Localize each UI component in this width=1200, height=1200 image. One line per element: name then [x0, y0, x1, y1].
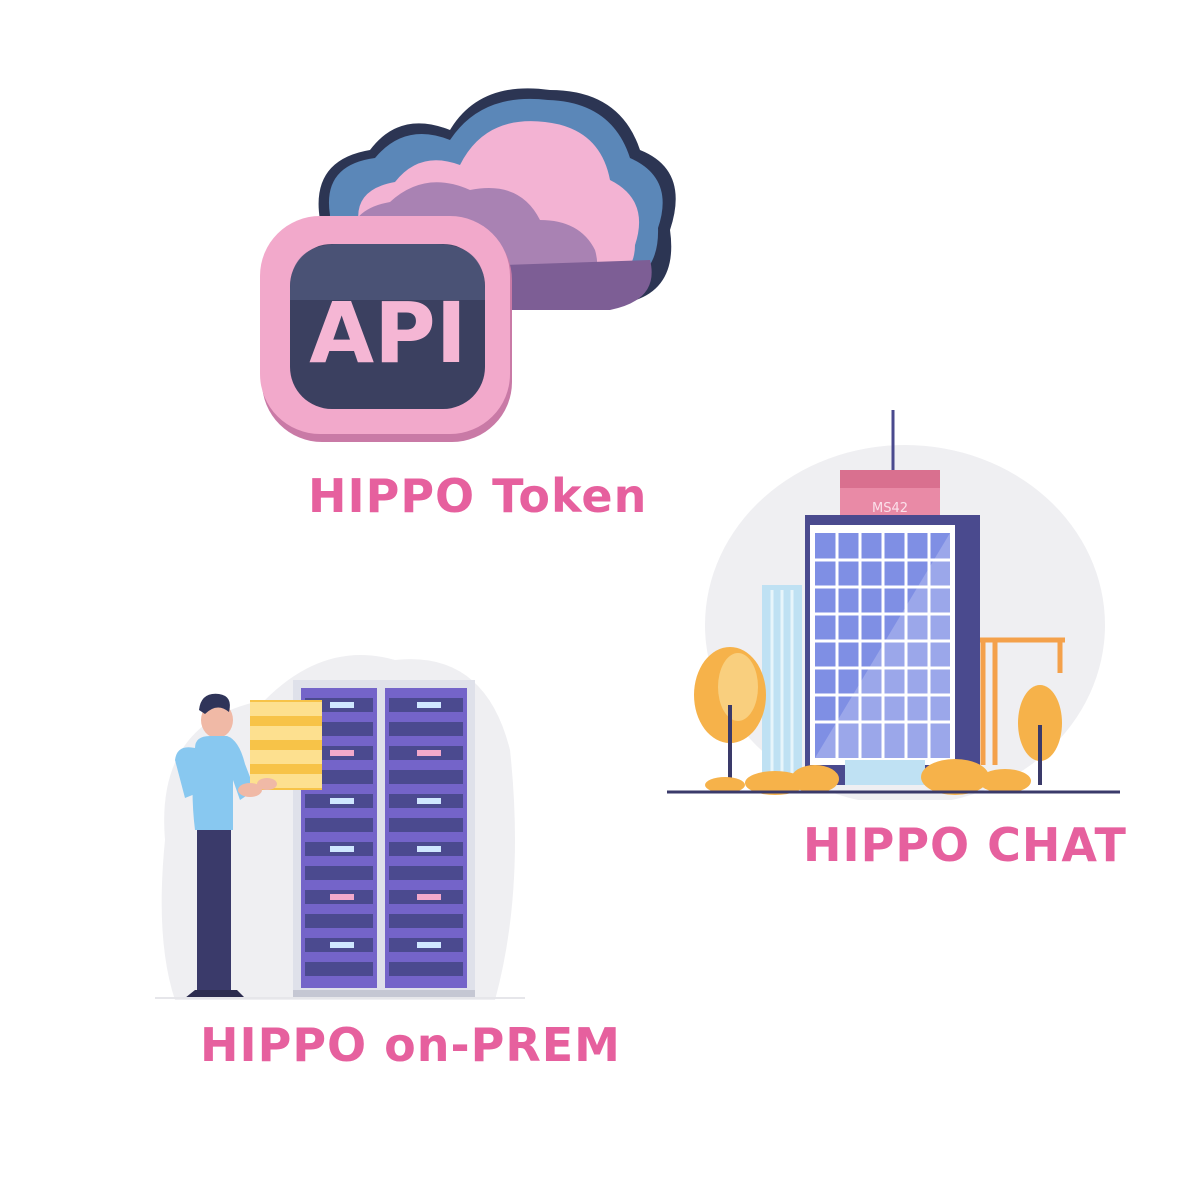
api-badge-text: API — [309, 284, 467, 382]
office-building-illustration: MS42 — [667, 410, 1120, 800]
held-server-box — [250, 700, 322, 790]
crane — [965, 637, 1065, 765]
tree-right — [1018, 685, 1062, 785]
person — [175, 693, 255, 998]
api-cloud-illustration: API — [260, 88, 676, 442]
building-entrance — [845, 760, 925, 785]
building-sign-text: MS42 — [872, 501, 908, 516]
server-leds — [330, 702, 441, 948]
hippo-chat-label: HIPPO CHAT — [803, 818, 1127, 872]
bushes — [705, 759, 1031, 795]
api-badge: API — [260, 216, 512, 442]
hippo-onprem-label: HIPPO on-PREM — [200, 1018, 621, 1072]
tree-left — [694, 647, 766, 785]
server-rack-illustration — [155, 655, 525, 1000]
hippo-token-label: HIPPO Token — [308, 469, 648, 523]
